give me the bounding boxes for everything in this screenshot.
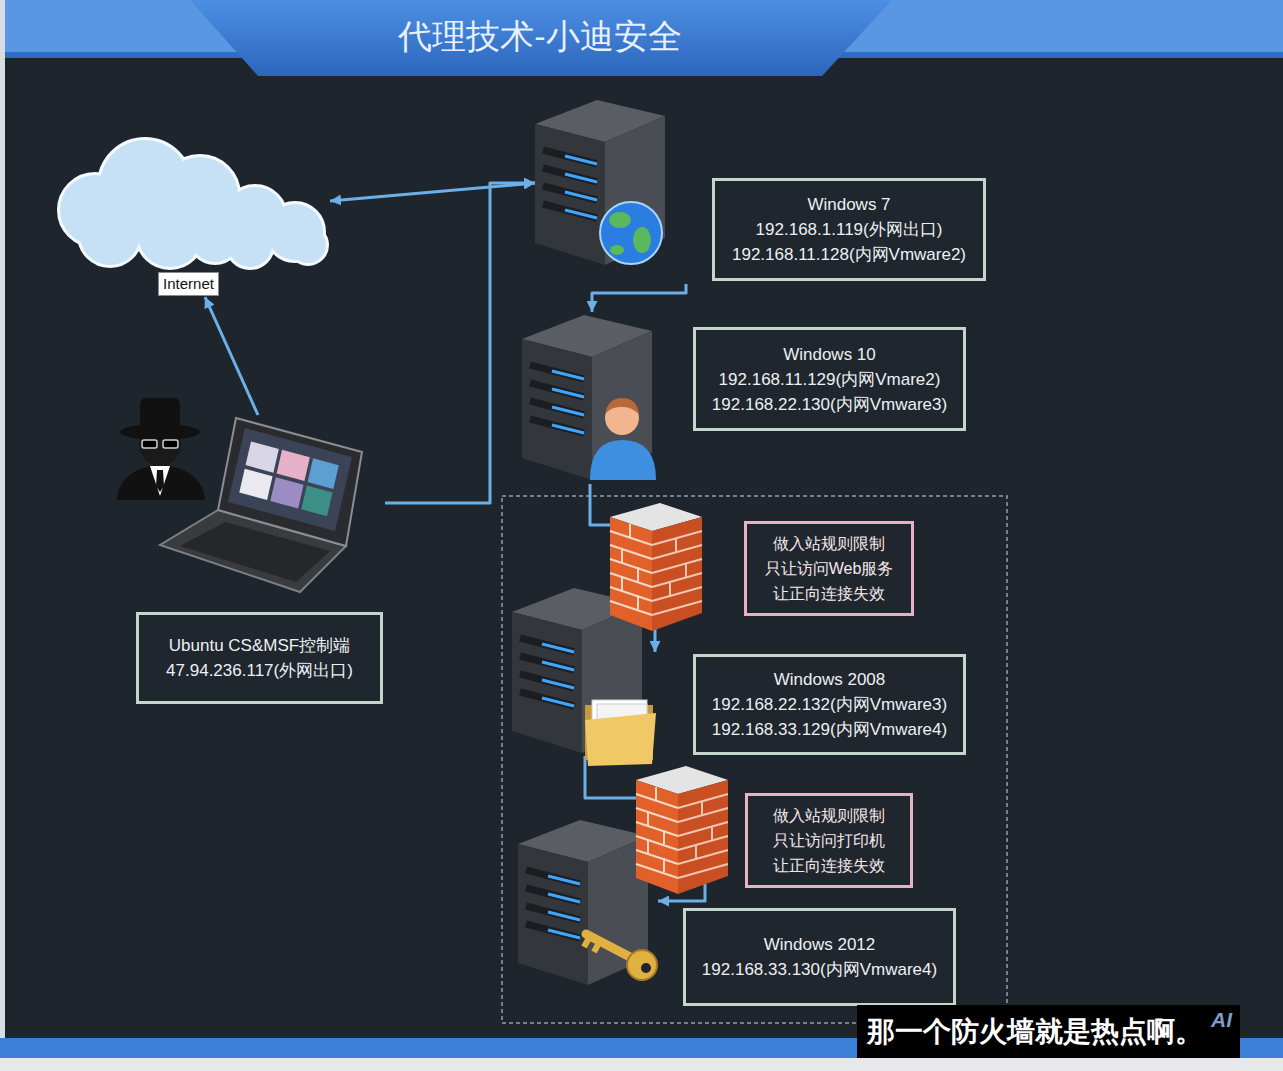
laptop-icon [218, 418, 362, 546]
node-text: 192.168.11.129(内网Vmare2) [719, 367, 941, 392]
key-icon [594, 941, 600, 952]
key-icon [586, 934, 632, 958]
folder-icon [585, 713, 656, 766]
key-icon [584, 936, 590, 947]
globe-icon [609, 212, 631, 228]
label-box: Windows 2008192.168.22.132(内网Vmware3)192… [693, 654, 966, 755]
user-icon [590, 440, 656, 480]
firewall-icon [636, 766, 728, 894]
hacker-icon [120, 424, 200, 440]
rule-note: 做入站规则限制只让访问打印机让正向连接失效 [745, 793, 913, 888]
node-text: 47.94.236.117(外网出口) [166, 658, 353, 683]
node-heading: Windows 2012 [764, 932, 876, 957]
key-icon [627, 950, 657, 980]
node-heading: 做入站规则限制 [773, 531, 885, 556]
node-heading: Windows 10 [783, 342, 876, 367]
dashed-zone [502, 496, 1007, 1023]
subtitle-text: 那一个防火墙就是热点啊。 [857, 1005, 1240, 1058]
host-node: Windows 2012192.168.33.130(内网Vmware4) [658, 895, 958, 1008]
host-node: Windows 7192.168.1.119(外网出口)192.168.11.1… [535, 98, 988, 284]
laptop-icon [160, 418, 362, 592]
banner-trim [816, 52, 1283, 58]
left-strip [0, 0, 5, 1071]
bottom-strip [0, 1058, 1283, 1071]
laptop-icon [239, 469, 272, 500]
node-text: 192.168.1.119(外网出口) [756, 217, 943, 242]
title-text: 代理技术-小迪安全 [190, 14, 890, 58]
cloud-outline [80, 205, 140, 265]
node-text: 192.168.22.130(内网Vmware3) [712, 392, 947, 417]
host-node: Windows 10192.168.11.129(内网Vmare2)192.16… [520, 312, 968, 484]
laptop-icon [270, 477, 303, 508]
connector-arrow [592, 284, 686, 312]
label-box: Ubuntu CS&MSF控制端47.94.236.117(外网出口) [136, 612, 383, 704]
laptop-icon [277, 450, 310, 481]
laptop-icon [301, 486, 332, 517]
label-box: Windows 2012192.168.33.130(内网Vmware4) [683, 908, 956, 1006]
host-node: Windows 2008192.168.22.132(内网Vmware3)192… [512, 652, 968, 756]
connector-arrow [205, 297, 258, 415]
user-icon [590, 398, 656, 480]
laptop-icon [308, 458, 339, 489]
server-icon [535, 100, 665, 265]
attacker-node: Ubuntu CS&MSF控制端47.94.236.117(外网出口) [135, 415, 385, 706]
node-heading: 做入站规则限制 [773, 803, 885, 828]
globe-icon [600, 202, 662, 264]
cloud-node: Internet [50, 135, 330, 297]
cloud-outline [290, 227, 326, 263]
node-text: 只让访问打印机 [773, 828, 885, 853]
connector-arrow [385, 183, 535, 503]
laptop-icon [228, 428, 352, 531]
node-heading: Internet [163, 275, 214, 293]
laptop-icon [239, 441, 338, 516]
banner-trim [5, 52, 268, 58]
node-text: 只让访问Web服务 [765, 556, 894, 581]
connector-arrow [330, 183, 535, 201]
node-text: 192.168.11.128(内网Vmware2) [732, 242, 966, 267]
globe-icon [610, 245, 624, 255]
watermark: AI [1211, 1008, 1239, 1032]
hacker-icon [117, 398, 205, 500]
globe-icon [633, 227, 651, 253]
user-icon [605, 398, 639, 414]
cloud-fill [80, 205, 140, 265]
laptop-icon [246, 441, 279, 472]
folder-icon [585, 700, 656, 766]
cloud-fill [228, 223, 272, 267]
node-text: 192.168.22.132(内网Vmware3) [712, 692, 947, 717]
cloud-outline [228, 223, 272, 267]
globe-icon [600, 202, 662, 264]
hacker-icon [117, 464, 205, 500]
banner-wedge [822, 0, 1283, 52]
hacker-icon [163, 440, 178, 448]
node-heading: Ubuntu CS&MSF控制端 [169, 633, 350, 658]
key-icon [641, 963, 651, 973]
node-heading: Windows 2008 [774, 667, 886, 692]
node-text: 让正向连接失效 [773, 581, 885, 606]
node-text: 192.168.33.130(内网Vmware4) [702, 957, 937, 982]
label-box: Windows 7192.168.1.119(外网出口)192.168.11.1… [712, 178, 986, 281]
hacker-icon [142, 440, 157, 448]
key-icon [584, 934, 657, 980]
node-text: 192.168.33.129(内网Vmware4) [712, 717, 947, 742]
node-text: 让正向连接失效 [773, 853, 885, 878]
hacker-icon [150, 466, 170, 496]
title-banner [190, 0, 892, 76]
label-box: Windows 10192.168.11.129(内网Vmare2)192.16… [693, 327, 966, 431]
label-box: Internet [158, 272, 219, 296]
hacker-icon [156, 470, 164, 492]
node-heading: Windows 7 [807, 192, 890, 217]
cloud-fill [290, 227, 326, 263]
rule-note: 做入站规则限制只让访问Web服务让正向连接失效 [744, 521, 914, 616]
firewall-icon [610, 503, 702, 631]
